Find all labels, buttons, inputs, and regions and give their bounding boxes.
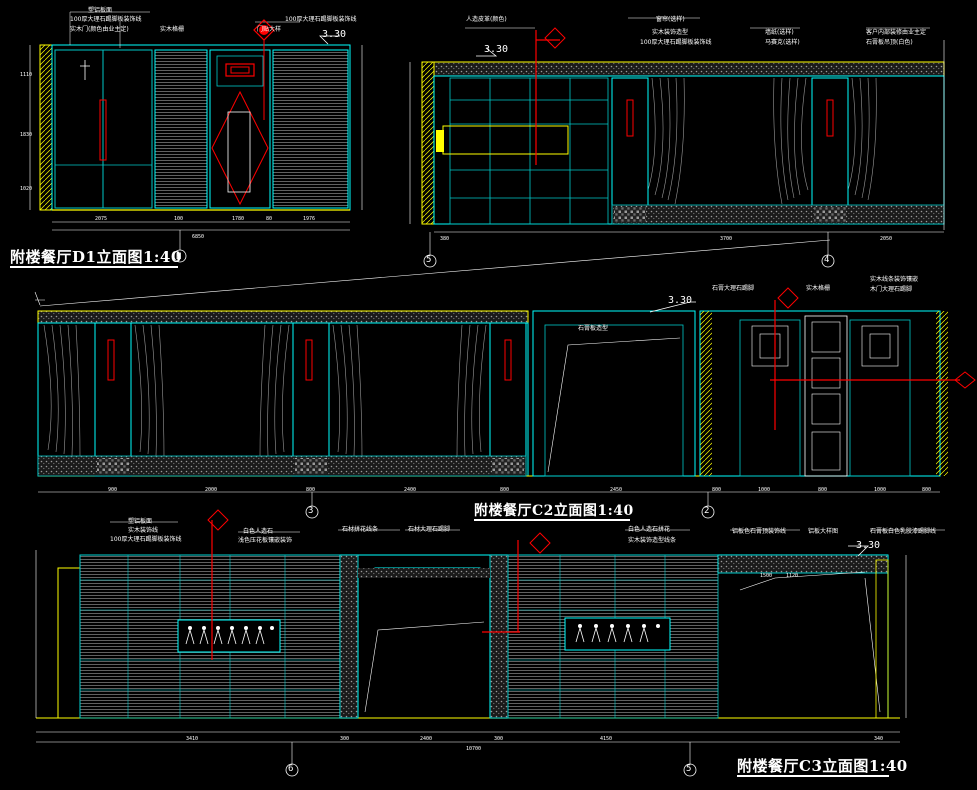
grid-mark-c3-5: 5 (686, 764, 692, 774)
note-c2-l-4: 石膏板造型 (578, 325, 609, 332)
note-c2-7: 石膏板吊顶(白色) (866, 39, 913, 46)
note-c2-l-0: 石膏大理石踢脚 (712, 285, 755, 292)
note-c3-7: 白色人造石拼花 (628, 526, 671, 533)
note-c3-6: 石材大理石踢脚 (408, 526, 451, 533)
dim-c2-l-0: 900 (108, 487, 118, 493)
grid-mark-c2-2: 2 (704, 506, 710, 516)
grid-mark-c2-4: 4 (824, 255, 830, 265)
dim-d1-0: 2075 (95, 216, 108, 222)
note-c3-8: 实木装饰造型线条 (628, 537, 677, 544)
note-c2-3: 100厚大理石踢脚板装饰线 (640, 39, 712, 46)
note-d1-5: 100厚大理石踢脚板装饰线 (285, 16, 357, 23)
dim-c3-3: 300 (494, 736, 504, 742)
note-c2-5: 马赛克(选样) (765, 39, 800, 46)
elevation-c2-lower (34, 287, 976, 519)
level-mark-c2: 3.30 (484, 44, 509, 55)
level-mark-d1: 3.30 (322, 29, 347, 40)
drawing-title-c3: 附楼餐厅C3立面图1:40 (737, 757, 908, 775)
drawing-title-d1: 附楼餐厅D1立面图1:40 (10, 248, 182, 266)
drawing-title-c2: 附楼餐厅C2立面图1:40 (474, 503, 634, 519)
dim-c2-l-7: 1000 (758, 487, 771, 493)
note-d1-3: 实木格栅 (160, 26, 185, 33)
grid-mark-c2-5: 5 (426, 255, 432, 265)
dim-d1-4: 1976 (303, 216, 316, 222)
note-c3-0: 塑铝板面 (128, 518, 153, 525)
level-mark-c2-lower: 3.30 (668, 295, 693, 306)
dim-d1-2: 1780 (232, 216, 245, 222)
note-c3-1: 实木装饰线 (128, 527, 159, 534)
dim-d1-left-0: 1110 (20, 72, 33, 78)
dim-c2-l-6: 800 (712, 487, 722, 493)
elevation-d1 (29, 11, 363, 263)
note-c3-9: 铝板色石膏顶装饰线 (732, 528, 787, 535)
dim-c3-total: 10700 (466, 746, 482, 752)
dim-d1-left-2: 1020 (20, 186, 33, 192)
dim-c3-inner-0: 1500 (760, 573, 773, 579)
dim-c2-l-10: 800 (922, 487, 932, 493)
dim-c2-u-1: 3700 (720, 236, 733, 242)
note-d1-2: 实木门(颜色由业主定) (70, 26, 129, 33)
dim-c2-l-2: 800 (306, 487, 316, 493)
dim-c2-l-9: 1000 (874, 487, 887, 493)
note-c3-11: 石膏板白色乳胶漆踢脚线 (870, 528, 937, 535)
note-c2-l-3: 木门大理石踢脚 (870, 286, 913, 293)
level-mark-c3: 3.30 (856, 540, 881, 551)
dim-c2-l-5: 2450 (610, 487, 623, 493)
dim-c2-u-2: 2050 (880, 236, 893, 242)
elevation-c2-upper (409, 17, 945, 268)
dim-c3-1: 300 (340, 736, 350, 742)
dim-c3-2: 2400 (420, 736, 433, 742)
dim-d1-3: 80 (266, 216, 273, 222)
title-underline-c3 (737, 775, 889, 777)
note-c2-2: 实木装饰造型 (652, 29, 689, 36)
note-c2-6: 客户内部装修由业主定 (866, 29, 927, 36)
note-c3-3: 白色人造石 (243, 528, 274, 535)
note-d1-4: 门贴大样 (257, 26, 282, 33)
note-c2-l-1: 实木格栅 (806, 285, 831, 292)
grid-mark-c3-6: 6 (288, 764, 294, 774)
dim-c3-0: 3410 (186, 736, 199, 742)
dim-d1-left-1: 1830 (20, 132, 33, 138)
note-c3-5: 石材拼花线条 (342, 526, 379, 533)
note-c3-10: 铝板大样图 (808, 528, 839, 535)
title-underline-d1 (10, 266, 178, 268)
grid-mark-c2-3: 3 (308, 506, 314, 516)
note-d1-0: 塑铝板面 (88, 7, 113, 14)
dim-d1-1: 100 (174, 216, 184, 222)
note-c2-1: 窗帘(选样) (656, 16, 685, 23)
grid-mark-d1-h: H (176, 252, 182, 262)
dim-c3-inner-1: 1120 (786, 573, 799, 579)
dim-c3-5: 340 (874, 736, 884, 742)
note-d1-1: 100厚大理石踢脚板装饰线 (70, 16, 142, 23)
note-c2-l-2: 实木线条装饰镶嵌 (870, 276, 919, 283)
dim-c2-u-0: 380 (440, 236, 450, 242)
title-underline-c2 (474, 519, 630, 521)
dim-c2-l-8: 800 (818, 487, 828, 493)
note-c3-4: 浅色压花板镶嵌装饰 (238, 537, 293, 544)
dim-c2-l-3: 2400 (404, 487, 417, 493)
elevation-c3 (35, 509, 945, 777)
dim-d1-total: 6850 (192, 234, 205, 240)
dim-c2-l-4: 800 (500, 487, 510, 493)
note-c2-0: 人造皮革(颜色) (466, 16, 507, 23)
dim-c3-4: 4150 (600, 736, 613, 742)
note-c3-2: 100厚大理石踢脚板装饰线 (110, 536, 182, 543)
note-c2-4: 墙纸(选样) (765, 29, 794, 36)
dim-c2-l-1: 2000 (205, 487, 218, 493)
